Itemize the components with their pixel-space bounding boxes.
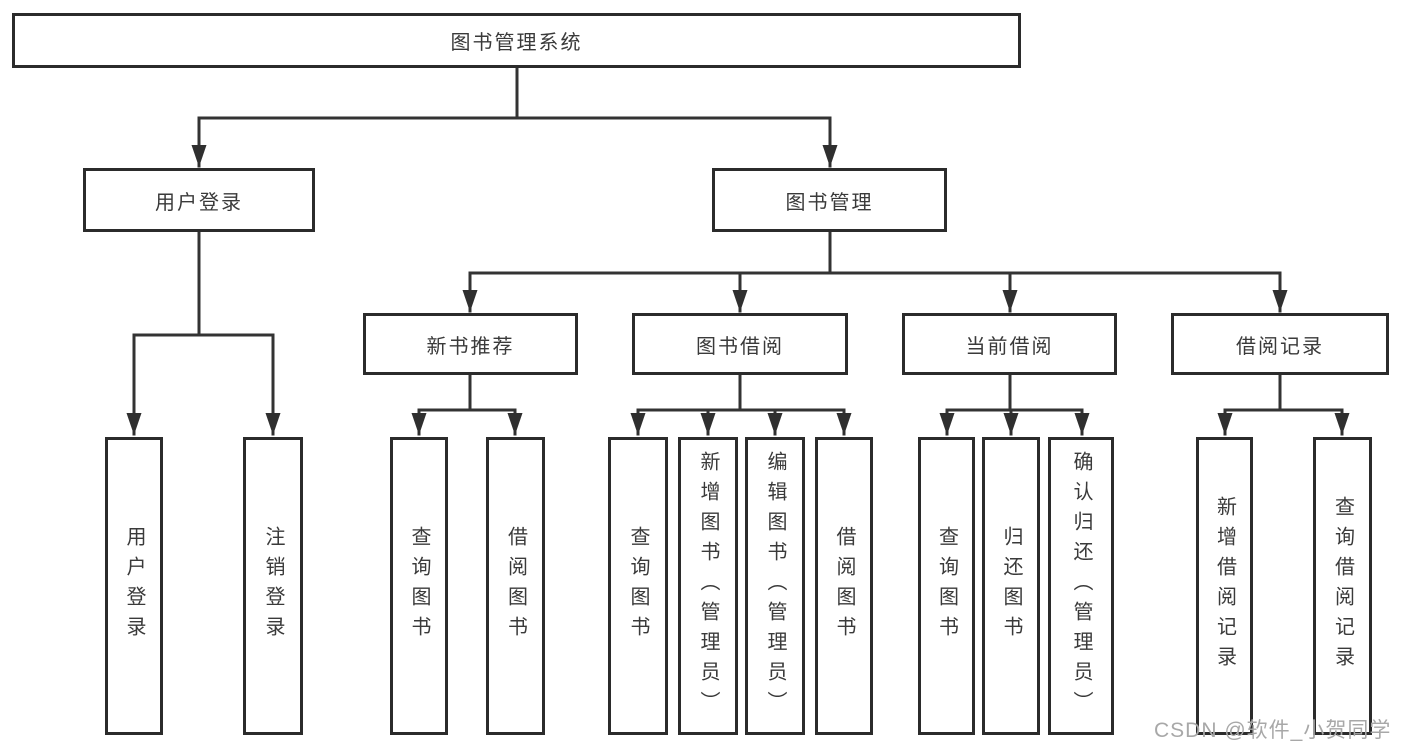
leaf-nbr-borrow-books-label: 借阅图书 [504,526,527,646]
leaf-bb-query-books-label: 查询图书 [627,526,649,646]
leaf-cb-return-books: 归还图书 [982,437,1040,735]
leaf-cb-query-books-label: 查询图书 [935,526,958,646]
leaf-cb-query-books: 查询图书 [918,437,975,735]
leaf-bb-edit-books-admin-label: 编辑图书（管理员） [764,451,786,721]
node-book-borrow-label: 图书借阅 [696,335,784,358]
node-borrow-records: 借阅记录 [1171,313,1389,375]
leaf-br-add-record-label: 新增借阅记录 [1213,496,1236,676]
leaf-logout-label: 注销登录 [262,526,284,646]
node-borrow-records-label: 借阅记录 [1236,335,1324,358]
csdn-watermark: CSDN @软件_小贺同学 [1154,719,1392,742]
leaf-br-add-record: 新增借阅记录 [1196,437,1253,735]
node-current-borrow-label: 当前借阅 [965,335,1054,358]
leaf-br-query-record: 查询借阅记录 [1313,437,1372,735]
leaf-br-query-record-label: 查询借阅记录 [1331,496,1354,676]
leaf-user-login: 用户登录 [105,437,163,735]
leaf-user-login-label: 用户登录 [123,526,145,646]
node-new-book-recommend: 新书推荐 [363,313,578,375]
leaf-bb-borrow-books-label: 借阅图书 [833,526,855,646]
node-root-label: 图书管理系统 [450,32,583,54]
leaf-logout: 注销登录 [243,437,303,735]
leaf-bb-add-books-admin-label: 新增图书（管理员） [697,451,719,721]
node-book-management: 图书管理 [712,168,947,232]
node-user-login-branch: 用户登录 [83,168,315,232]
leaf-nbr-query-books: 查询图书 [390,437,448,735]
node-root: 图书管理系统 [12,13,1021,68]
leaf-cb-return-books-label: 归还图书 [1000,526,1022,646]
node-current-borrow: 当前借阅 [902,313,1117,375]
node-new-book-recommend-label: 新书推荐 [426,335,515,358]
leaf-cb-confirm-return-admin-label: 确认归还（管理员） [1070,451,1092,721]
leaf-cb-confirm-return-admin: 确认归还（管理员） [1048,437,1114,735]
leaf-bb-add-books-admin: 新增图书（管理员） [678,437,738,735]
node-book-borrow: 图书借阅 [632,313,848,375]
leaf-nbr-query-books-label: 查询图书 [408,526,430,646]
node-user-login-branch-label: 用户登录 [155,191,243,214]
leaf-bb-borrow-books: 借阅图书 [815,437,873,735]
node-book-management-label: 图书管理 [785,191,874,214]
leaf-bb-query-books: 查询图书 [608,437,668,735]
leaf-nbr-borrow-books: 借阅图书 [486,437,545,735]
leaf-bb-edit-books-admin: 编辑图书（管理员） [745,437,805,735]
